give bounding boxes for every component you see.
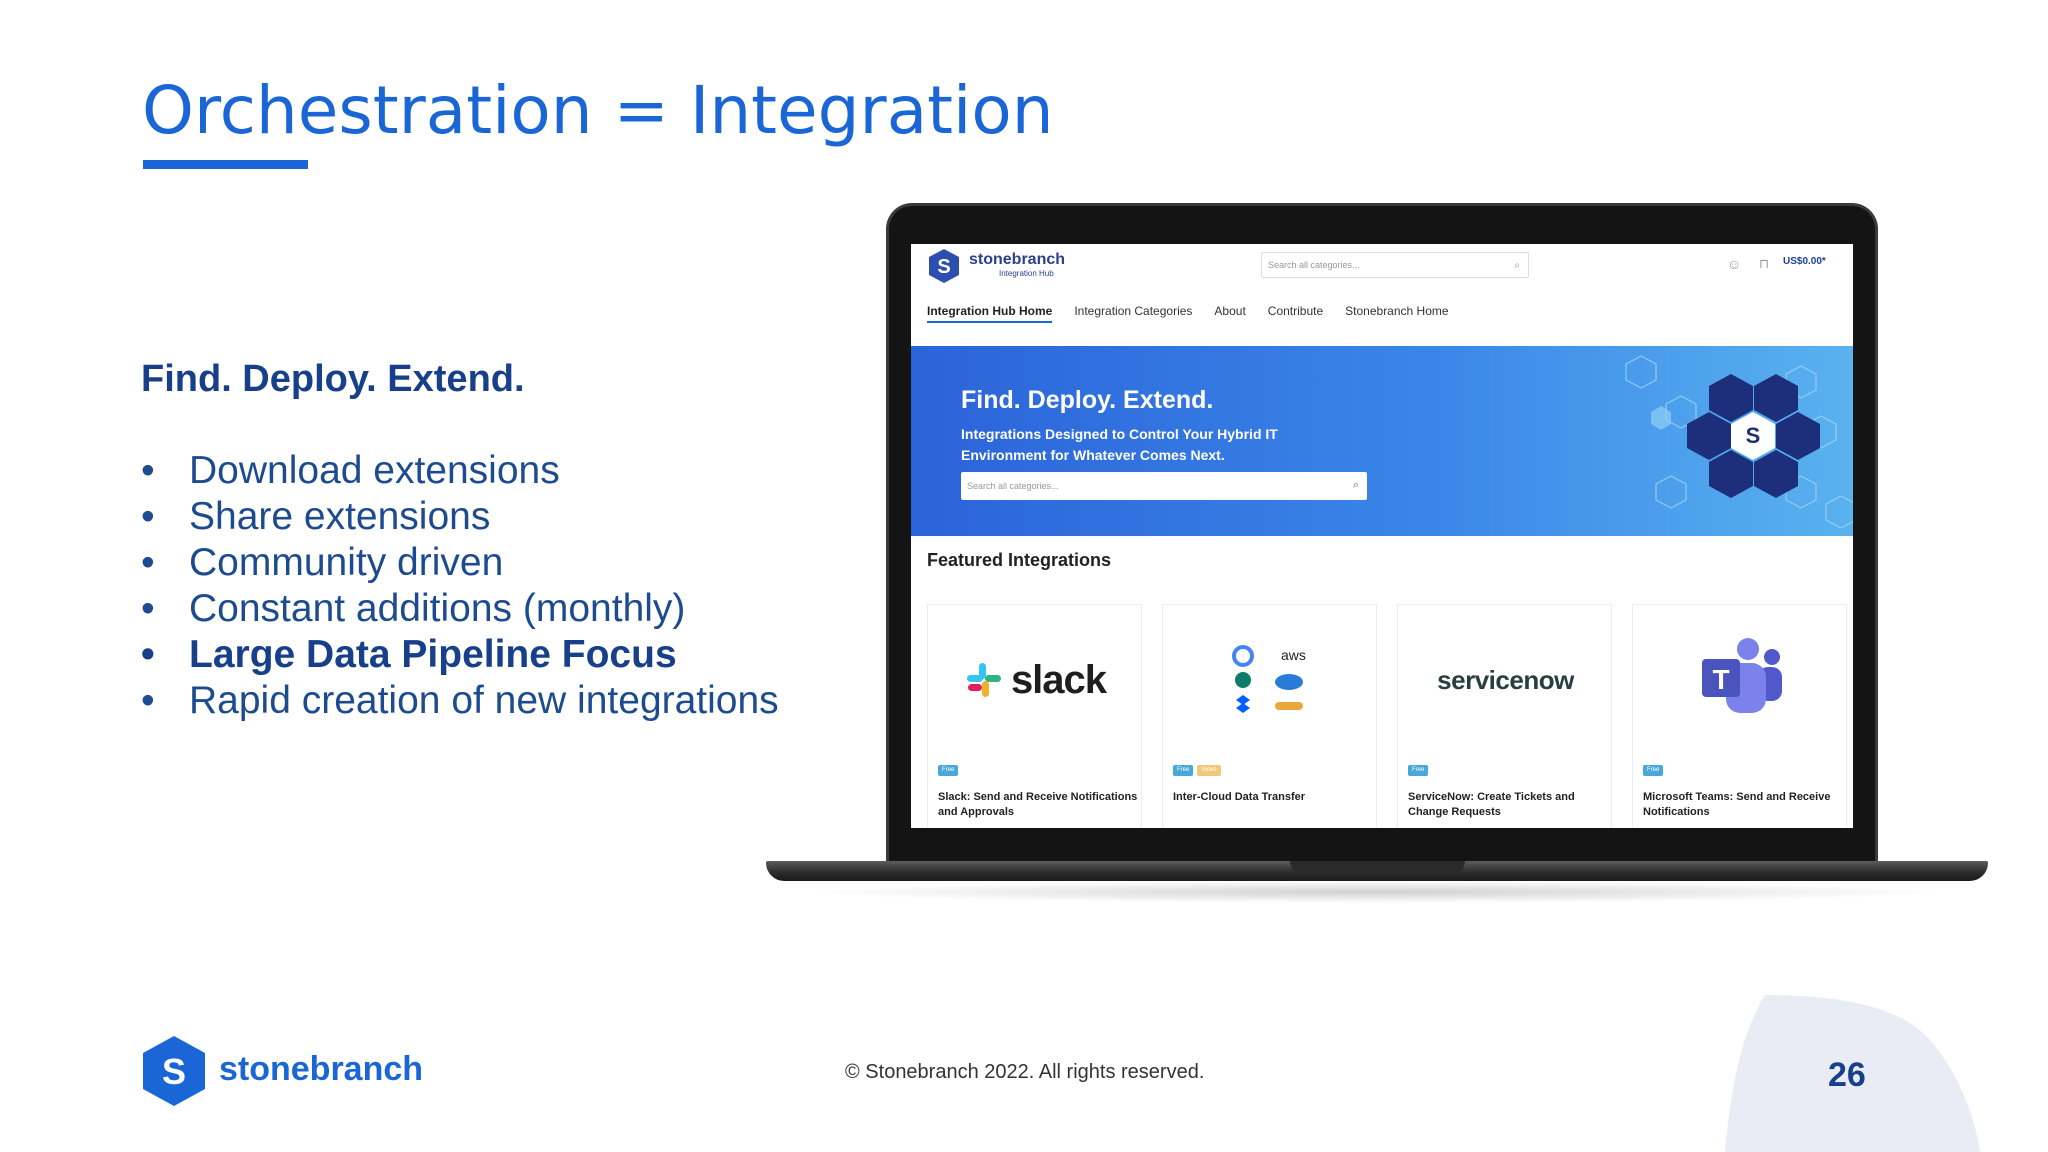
nav-contribute[interactable]: Contribute bbox=[1267, 304, 1324, 318]
integration-card-slack[interactable]: slack Free Slack: Send and Receive Notif… bbox=[927, 604, 1142, 828]
bullet-item-highlight: •Large Data Pipeline Focus bbox=[141, 633, 677, 676]
laptop-notch bbox=[1290, 861, 1465, 875]
servicenow-logo: servicenow bbox=[1398, 625, 1613, 735]
integration-card-servicenow[interactable]: servicenow Free ServiceNow: Create Ticke… bbox=[1397, 604, 1612, 828]
page-number: 26 bbox=[1828, 1056, 1866, 1094]
bullet-item: •Share extensions bbox=[141, 495, 491, 538]
bullet-list: •Download extensions •Share extensions •… bbox=[141, 448, 779, 724]
servicenow-wordmark: servicenow bbox=[1437, 664, 1574, 695]
hero-search-input[interactable]: Search all categories... ⌕ bbox=[961, 472, 1367, 500]
user-icon[interactable]: ☺ bbox=[1727, 256, 1742, 272]
stonebranch-logo-icon: S bbox=[143, 1036, 205, 1106]
search-icon[interactable]: ⌕ bbox=[1514, 260, 1520, 271]
integration-card-inter-cloud[interactable]: aws Free Video Inter-Cloud Data Transfer bbox=[1162, 604, 1377, 828]
card-title[interactable]: Microsoft Teams: Send and Receive Notifi… bbox=[1643, 791, 1831, 818]
copyright-text: © Stonebranch 2022. All rights reserved. bbox=[845, 1061, 1205, 1083]
card-badges: Free bbox=[938, 765, 959, 776]
page-number-shape bbox=[1725, 995, 1980, 1152]
laptop-screen: S stonebranch Integration Hub Search all… bbox=[911, 244, 1853, 828]
search-placeholder: Search all categories... bbox=[1268, 260, 1360, 270]
free-badge: Free bbox=[1408, 765, 1429, 776]
bullet-item: •Download extensions bbox=[141, 449, 560, 492]
nav-integration-hub-home[interactable]: Integration Hub Home bbox=[927, 304, 1053, 323]
bullet-item: •Community driven bbox=[141, 541, 504, 584]
free-badge: Free bbox=[1173, 765, 1194, 776]
free-badge: Free bbox=[938, 765, 959, 776]
cloud-logos: aws bbox=[1163, 625, 1378, 735]
search-icon[interactable]: ⌕ bbox=[1352, 479, 1359, 491]
nav-integration-categories[interactable]: Integration Categories bbox=[1074, 304, 1193, 318]
hero-title: Find. Deploy. Extend. bbox=[961, 386, 1214, 414]
card-badges: Free Video bbox=[1173, 765, 1221, 776]
site-header: S stonebranch Integration Hub Search all… bbox=[911, 244, 1853, 344]
hero-banner: Find. Deploy. Extend. Integrations Desig… bbox=[911, 346, 1853, 536]
nav-stonebranch-home[interactable]: Stonebranch Home bbox=[1345, 304, 1449, 318]
card-badges: Free bbox=[1643, 765, 1664, 776]
bullet-item: •Constant additions (monthly) bbox=[141, 587, 686, 630]
svg-text:S: S bbox=[1746, 423, 1761, 448]
site-nav: Integration Hub Home Integration Categor… bbox=[927, 304, 1449, 323]
slide-title: Orchestration = Integration bbox=[142, 72, 1054, 149]
laptop-shadow bbox=[800, 881, 1950, 903]
svg-text:S: S bbox=[937, 256, 950, 278]
slack-wordmark: slack bbox=[1010, 657, 1107, 702]
hexagon-network-illustration: S bbox=[1625, 355, 1853, 529]
aws-wordmark: aws bbox=[1281, 647, 1306, 663]
hero-subtitle: Integrations Designed to Control Your Hy… bbox=[961, 426, 1278, 463]
card-title[interactable]: Slack: Send and Receive Notifications an… bbox=[938, 791, 1138, 818]
teams-logo: T bbox=[1633, 625, 1848, 735]
free-badge: Free bbox=[1643, 765, 1664, 776]
integration-card-teams[interactable]: T Free Microsoft Teams: Send and Receive… bbox=[1632, 604, 1847, 828]
slide-subheading: Find. Deploy. Extend. bbox=[141, 358, 525, 400]
nav-about[interactable]: About bbox=[1214, 304, 1246, 318]
cloud-providers-icon bbox=[1231, 645, 1303, 713]
card-title[interactable]: ServiceNow: Create Tickets and Change Re… bbox=[1408, 791, 1575, 818]
bullet-item: •Rapid creation of new integrations bbox=[141, 679, 779, 722]
svg-text:S: S bbox=[162, 1051, 186, 1092]
stonebranch-logo-icon[interactable]: S bbox=[926, 248, 962, 284]
site-logo-text[interactable]: stonebranch bbox=[969, 251, 1066, 268]
footer-brand: stonebranch bbox=[219, 1050, 424, 1088]
header-search-input[interactable]: Search all categories... ⌕ bbox=[1261, 252, 1529, 278]
teams-letter: T bbox=[1712, 664, 1729, 695]
cart-icon[interactable]: ⊓ bbox=[1759, 256, 1770, 271]
title-underline bbox=[143, 160, 308, 169]
slack-logo: slack bbox=[928, 625, 1143, 735]
card-title[interactable]: Inter-Cloud Data Transfer bbox=[1173, 791, 1306, 803]
video-badge: Video bbox=[1197, 765, 1221, 776]
cart-total[interactable]: US$0.00* bbox=[1783, 256, 1826, 267]
microsoft-teams-icon: T bbox=[1701, 638, 1782, 713]
site-logo-subtitle: Integration Hub bbox=[999, 269, 1054, 278]
featured-cards: slack Free Slack: Send and Receive Notif… bbox=[927, 604, 1847, 828]
card-badges: Free bbox=[1408, 765, 1429, 776]
hero-search-placeholder: Search all categories... bbox=[967, 481, 1059, 491]
featured-title: Featured Integrations bbox=[927, 550, 1112, 570]
slack-icon bbox=[966, 663, 1001, 697]
